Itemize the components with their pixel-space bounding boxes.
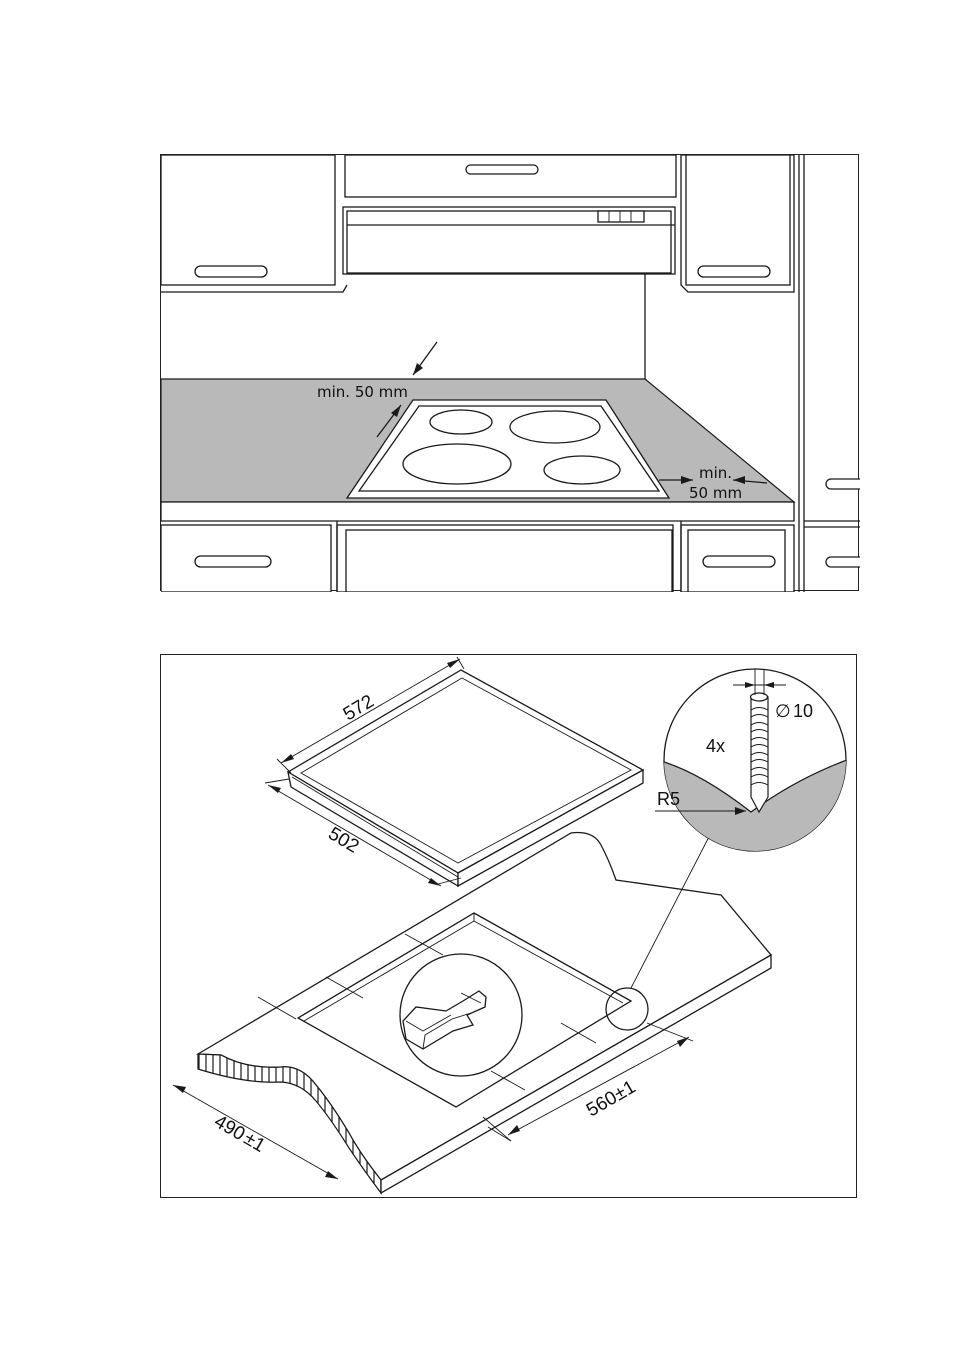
drill-detail: R5 4x ∅ 10 [655,655,858,875]
rear-clearance-label: min. 50 mm [317,383,408,401]
cooking-zone [403,444,511,484]
side-clearance-label-line2: 50 mm [689,484,742,502]
kitchen-illustration: min. 50 mm min. 50 mm [161,155,860,592]
drill-diameter-label: 10 [793,701,813,721]
hob-depth-label: 502 [324,823,362,857]
cabinet-handle [826,557,860,567]
side-clearance-label-line1: min. [699,464,732,482]
upper-cabinet-middle [345,155,676,197]
cooking-zone [544,456,620,484]
cooking-zone [430,410,492,434]
cabinet-handle [466,165,538,174]
cabinet-handle [826,479,860,489]
drill-diameter-symbol: ∅ [775,701,791,721]
cutout-dimensions-figure: 572 502 [160,654,857,1198]
cabinet-handle [195,556,271,567]
corner-radius-label: R5 [657,789,680,809]
cabinet-handle [195,266,267,277]
cutout-illustration: 572 502 [161,655,858,1199]
mounting-bracket-detail [400,954,522,1076]
dimension-490: 490 ±1 [173,1085,338,1179]
cooking-zone [510,411,600,443]
upper-cabinet-left-edge [161,285,347,292]
hob-width-label: 572 [340,691,378,725]
worktop-front-edge [161,502,794,521]
installation-clearance-figure: min. 50 mm min. 50 mm [160,154,859,591]
cabinet-handle [698,266,770,277]
drill-count-label: 4x [706,736,725,756]
hood-controls [598,211,644,222]
cabinet-handle [703,556,775,567]
